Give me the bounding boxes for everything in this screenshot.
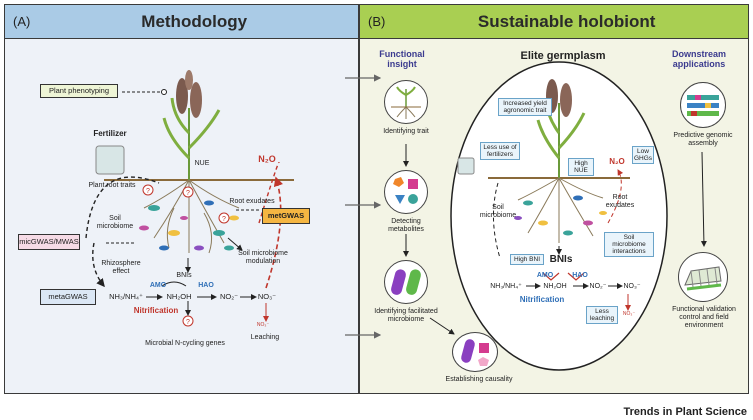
- identifying-microbiome-label: Identifying facilitated microbiome: [374, 308, 438, 324]
- elite-germplasm-label: Elite germplasm: [520, 50, 606, 62]
- amo-label: AMO: [149, 282, 167, 289]
- hao-label: HAO: [198, 282, 214, 289]
- micgwas-box: micGWAS/MWAS: [18, 234, 80, 250]
- nitrification-label: Nitrification: [133, 306, 179, 315]
- microbe-cluster: [139, 200, 239, 251]
- no3-label: NO₃⁻: [257, 292, 277, 301]
- root-exudates-label: Root exudates: [229, 198, 275, 205]
- soil-microbiome-interactions-badge: Soil microbiome interactions: [604, 232, 654, 258]
- causality-circle: [452, 332, 498, 372]
- soil-microbiome-b-label: Soil microbiome: [479, 204, 517, 220]
- fertilizer-label: Fertilizer: [93, 129, 127, 138]
- nue-label: NUE: [194, 160, 210, 167]
- fertilizer-bag: [95, 145, 125, 175]
- functional-insight-label: Functional insight: [379, 49, 425, 69]
- downstream-label: Downstream applications: [671, 49, 726, 69]
- dashed-arc-left: [85, 176, 160, 239]
- microbial-genes-label: Microbial N-cycling genes: [145, 340, 225, 347]
- svg-text:?: ?: [186, 319, 190, 326]
- predictive-label: Predictive genomic assembly: [673, 132, 733, 148]
- panel-a-tag: (A): [13, 14, 31, 29]
- n2o-arrow: [265, 176, 284, 289]
- journal-footer: Trends in Plant Science: [623, 406, 748, 418]
- q-mark-1: ?: [146, 188, 150, 195]
- high-nue-badge: High NUE: [568, 158, 594, 177]
- n2o-b-label: N₂O: [609, 157, 625, 166]
- panel-methodology: (A) Methodology: [4, 4, 359, 394]
- sorghum-panicle: [176, 78, 188, 114]
- detecting-metabolites-label: Detecting metabolites: [388, 218, 424, 234]
- no3-b-label: NO₃⁻: [623, 283, 641, 290]
- identifying-trait-label: Identifying trait: [383, 128, 429, 135]
- soil-microbiome-label: Soil microbiome: [96, 215, 134, 231]
- root-system: [143, 179, 240, 254]
- nitrification-b-label: Nitrification: [519, 295, 565, 304]
- genome-assembly-circle: [680, 82, 726, 128]
- soil-microbiome-modulation-label: Soil microbiome modulation: [238, 250, 288, 266]
- functional-validation-label: Functional validation control and field …: [672, 306, 736, 330]
- bnis-label: BNIs: [176, 272, 192, 279]
- panel-b-header: (B) Sustainable holobiont: [360, 5, 748, 39]
- panel-b-tag: (B): [368, 14, 386, 29]
- nh2oh-label: NH₂OH: [166, 292, 192, 301]
- panel-a-artwork: ?? ??: [85, 70, 294, 327]
- downstream-arrow: [700, 151, 707, 247]
- no2-b-label: NO₂⁻: [589, 283, 607, 290]
- root-exudates-b-label: Root exudates: [605, 194, 635, 210]
- no2-label: NO₂⁻: [219, 292, 239, 301]
- establishing-causality-label: Establishing causality: [445, 376, 513, 383]
- greenhouse-circle: [678, 252, 728, 302]
- panel-b-flow-arrows: [403, 144, 455, 335]
- svg-text:?: ?: [222, 216, 226, 223]
- leaching-label: Leaching: [250, 334, 280, 341]
- increased-yield-badge: Increased yield agronomic trait: [498, 98, 552, 117]
- high-bni-badge: High BNI: [510, 254, 544, 266]
- microbiome-circle: [384, 260, 428, 304]
- trait-circle: [384, 80, 428, 124]
- bnis-b-label: BNIs: [549, 254, 573, 265]
- panel-a-title: Methodology: [141, 11, 248, 31]
- hao-b-label: HAO: [572, 272, 588, 279]
- amo-b-label: AMO: [536, 272, 554, 279]
- panel-a-header: (A) Methodology: [5, 5, 358, 39]
- metgwas-box: metGWAS: [262, 208, 310, 224]
- nh2oh-b-label: NH₂OH: [543, 283, 567, 290]
- no3-small-b-label: NO₃⁻: [622, 311, 636, 317]
- low-ghgs-badge: Low GHGs: [632, 146, 654, 165]
- panel-connector-arrows: [345, 74, 382, 339]
- less-fertilizers-badge: Less use of fertilizers: [480, 142, 520, 161]
- n2o-label: N₂O: [258, 154, 276, 164]
- nh3-label: NH₃/NH₄⁺: [109, 292, 143, 301]
- rhizosphere-effect-label: Rhizosphere effect: [101, 260, 141, 276]
- plant-root-traits-label: Plant root traits: [88, 182, 136, 189]
- panel-b-title: Sustainable holobiont: [477, 11, 656, 31]
- no3-small-label: NO₃⁻: [256, 322, 270, 328]
- nh3-b-label: NH₃/NH₄⁺: [490, 283, 522, 290]
- elite-germplasm-ellipse: [450, 61, 668, 371]
- metabolites-circle: [384, 170, 428, 214]
- plant-phenotyping-box: Plant phenotyping: [40, 84, 118, 98]
- less-leaching-badge: Less leaching: [586, 306, 618, 325]
- metagwas-box: metaGWAS: [40, 289, 96, 305]
- svg-text:?: ?: [186, 190, 190, 197]
